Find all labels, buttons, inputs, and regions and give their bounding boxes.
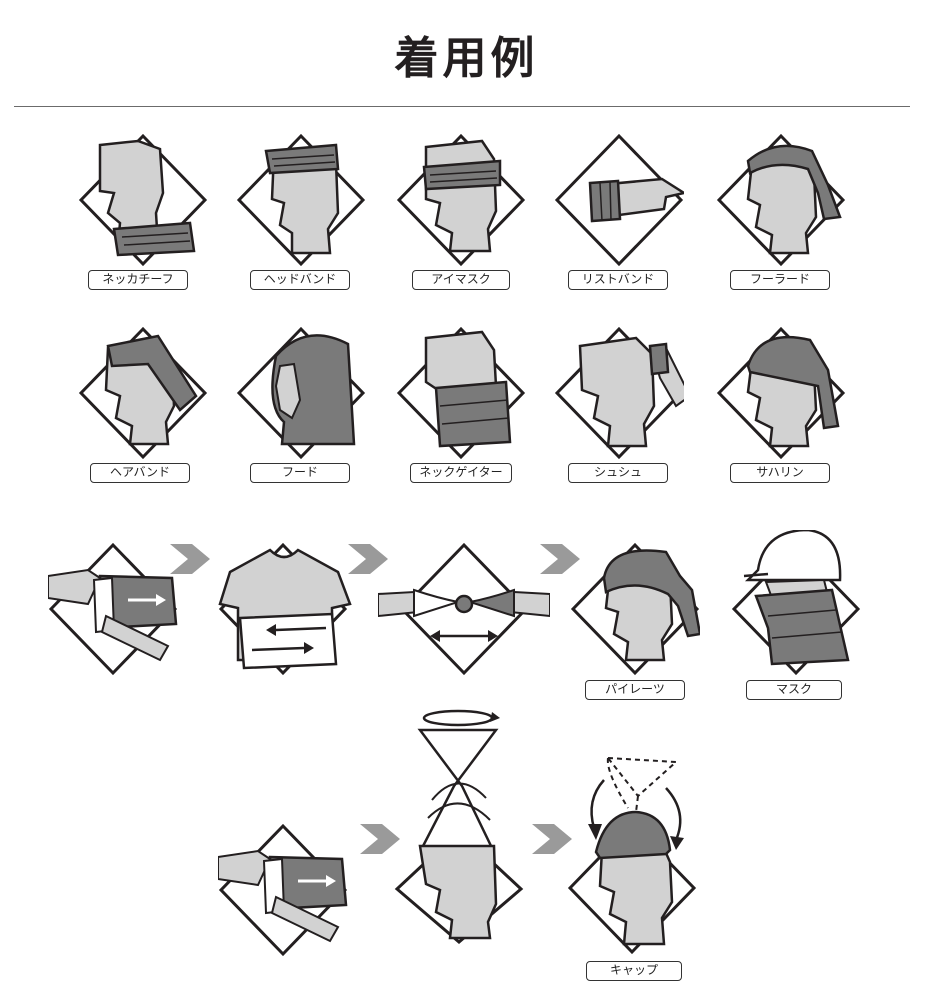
cap-illustration	[566, 752, 702, 958]
style-label-neckerchief: ネッカチーフ	[88, 270, 188, 290]
helmet-mask-illustration	[728, 530, 864, 677]
scrunchie-illustration	[554, 326, 684, 461]
headband-icon	[236, 133, 366, 267]
neckerchief-icon	[78, 133, 208, 267]
pirate-icon	[570, 542, 700, 676]
neck-gaiter-illustration	[396, 326, 526, 461]
style-label-hood: フード	[250, 463, 350, 483]
wristband-icon	[554, 133, 684, 267]
pirate-step-twist-tie-illustration	[378, 542, 550, 677]
style-label-hairband: ヘアバンド	[90, 463, 190, 483]
style-label-headband: ヘッドバンド	[250, 270, 350, 290]
twist-tube-step-icon	[394, 709, 524, 944]
style-label-neck-gaiter: ネックゲイター	[410, 463, 512, 483]
wristband-illustration	[554, 133, 684, 268]
style-label-sahalin: サハリン	[730, 463, 830, 483]
foulard-illustration	[716, 133, 846, 268]
style-label-scrunchie: シュシュ	[568, 463, 668, 483]
chevron-right-icon	[360, 824, 400, 858]
title-divider	[14, 106, 910, 107]
chevron-right-icon	[170, 544, 210, 578]
style-label-cap: キャップ	[586, 961, 682, 981]
headband-illustration	[236, 133, 366, 268]
neck-gaiter-icon	[396, 326, 526, 460]
style-label-pirate: パイレーツ	[585, 680, 685, 700]
chevron-right-icon	[348, 544, 388, 578]
cap-step-fold-illustration	[218, 823, 348, 958]
style-label-foulard: フーラード	[730, 270, 830, 290]
cap-icon	[567, 756, 697, 955]
neckerchief-illustration	[78, 133, 208, 268]
twist-tie-step-icon	[378, 542, 550, 676]
scrunchie-icon	[554, 326, 684, 460]
page-title: 着用例	[394, 33, 539, 84]
cap-step-twist-tube-illustration	[392, 708, 526, 944]
eye-mask-icon	[396, 133, 526, 267]
pirate-step-stretch-illustration	[200, 542, 366, 677]
hairband-illustration	[78, 326, 208, 461]
hood-illustration	[236, 326, 366, 461]
fold-step-icon	[218, 823, 348, 957]
stretch-step-icon	[218, 542, 352, 676]
style-label-wristband: リストバンド	[568, 270, 668, 290]
pirate-illustration	[570, 542, 700, 677]
foulard-icon	[716, 133, 846, 267]
sahalin-illustration	[716, 326, 846, 461]
hairband-icon	[78, 326, 208, 460]
eye-mask-illustration	[396, 133, 526, 268]
helmet-mask-icon	[731, 530, 861, 676]
pirate-step-fold-illustration	[48, 542, 178, 677]
chevron-right-icon	[532, 824, 572, 858]
chevron-right-icon	[540, 544, 580, 578]
sahalin-icon	[716, 326, 846, 460]
style-label-eye-mask: アイマスク	[412, 270, 510, 290]
style-label-helmet-mask: マスク	[746, 680, 842, 700]
hood-icon	[236, 326, 366, 460]
fold-step-icon	[48, 542, 178, 676]
